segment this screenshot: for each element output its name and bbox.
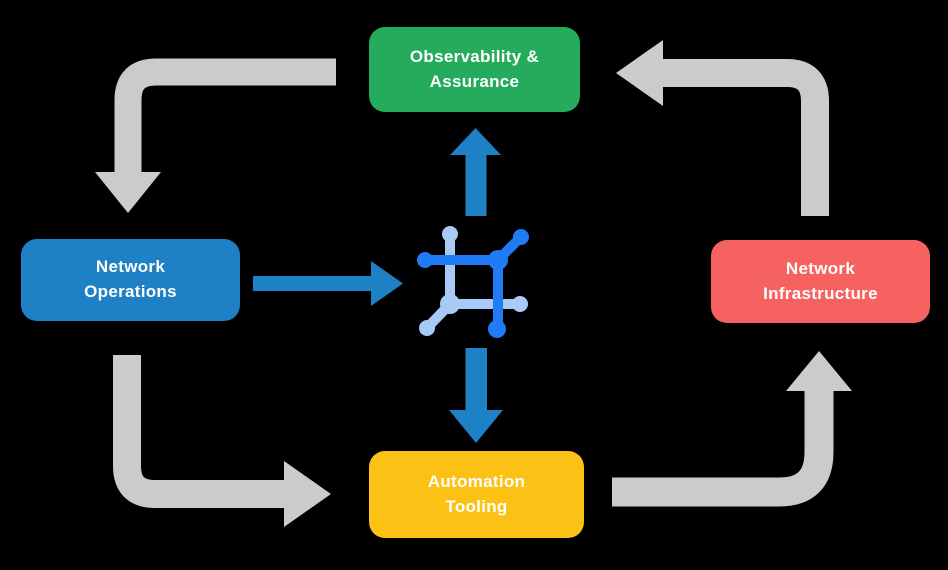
node-observability-assurance[interactable]: Observability & Assurance — [369, 27, 580, 112]
arrow-operations-to-automation — [113, 355, 331, 527]
arrow-elbow — [113, 355, 284, 508]
arrow-head-up — [786, 351, 852, 391]
node-automation-label: Automation Tooling — [427, 471, 526, 516]
arrow-center-to-automation — [449, 348, 503, 443]
node-operations-label: Network Operations — [84, 257, 177, 301]
arrow-elbow — [612, 390, 834, 507]
network-mesh-light-nodes — [419, 226, 528, 336]
arrow-head-down — [95, 172, 161, 213]
node-infrastructure-label: Network Infrastructure — [763, 258, 878, 303]
node-network-operations[interactable]: Network Operations — [21, 239, 240, 321]
arrow-operations-to-center — [253, 261, 403, 306]
arrow-automation-to-infrastructure — [612, 351, 852, 507]
arrow-center-to-observability — [450, 128, 501, 216]
node-automation-tooling[interactable]: Automation Tooling — [369, 451, 584, 538]
arrow-elbow — [661, 59, 829, 216]
arrow-elbow — [114, 58, 336, 176]
arrow-head-right — [284, 461, 331, 527]
node-network-infrastructure[interactable]: Network Infrastructure — [711, 240, 930, 323]
node-observability-label: Observability & Assurance — [409, 46, 540, 91]
arrow-head-left — [616, 40, 663, 106]
arrow-observability-to-operations — [95, 58, 336, 213]
network-mesh-dark-nodes — [417, 229, 529, 338]
network-mesh-icon — [417, 226, 529, 338]
arrow-infrastructure-to-observability — [616, 40, 829, 216]
